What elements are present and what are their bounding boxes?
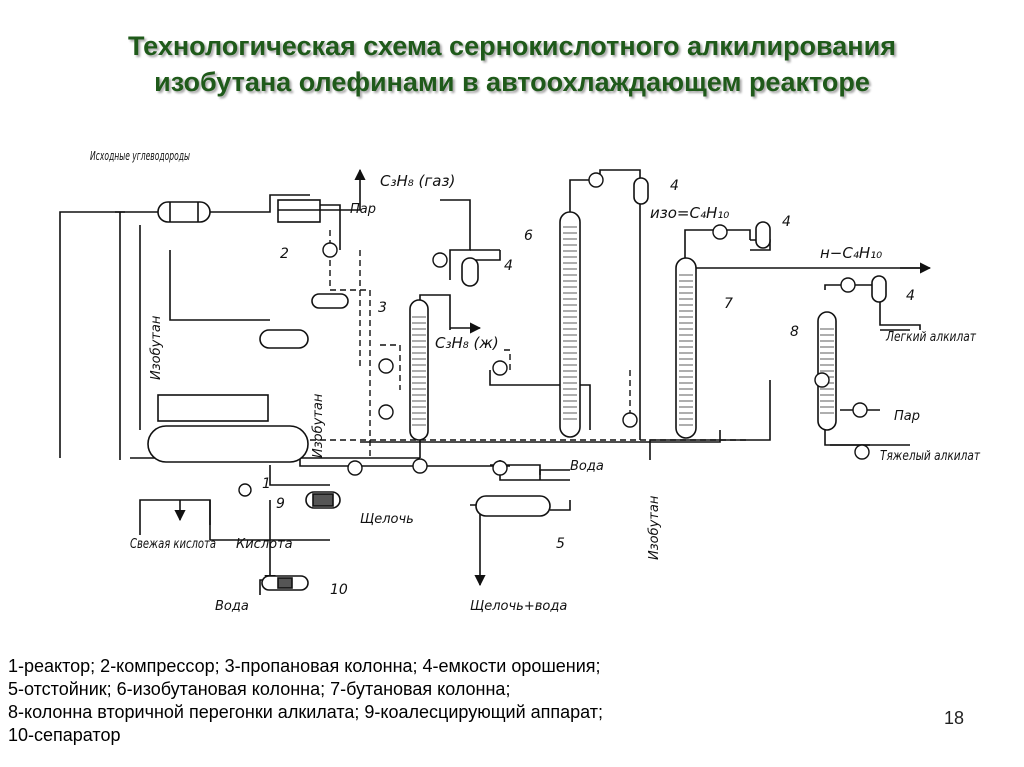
n-butane-label: н−C₄H₁₀ — [820, 244, 882, 262]
reflux-drum-col7 — [755, 221, 771, 249]
feed-cooler — [157, 201, 211, 223]
propane-liquid-label: C₃H₈ (ж) — [435, 334, 499, 352]
number-5: 5 — [556, 536, 565, 552]
legend-line-3: 8-колонна вторичной перегонки алкилата; … — [8, 702, 604, 722]
number-2: 2 — [280, 246, 289, 262]
number-4-col7: 4 — [782, 214, 791, 230]
propane-gas-label: C₃H₈ (газ) — [380, 172, 455, 190]
number-10: 10 — [330, 582, 348, 598]
drum-upper — [311, 293, 349, 309]
diagram-labels: Исходные углеводороды C₃H₈ (газ) C₃H₈ (ж… — [90, 149, 980, 614]
steam-label-top: Пар — [350, 202, 376, 217]
feed-label-line-1: Исходные углеводороды — [90, 149, 190, 163]
number-8: 8 — [790, 324, 799, 340]
isobutane-label-mid: Изобутан — [311, 393, 326, 458]
legend-line-4: 10-сепаратор — [8, 725, 121, 745]
reflux-drum-col8 — [871, 275, 887, 303]
reflux-drum-col3 — [461, 257, 479, 287]
equipment-legend: 1-реактор; 2-компрессор; 3-пропановая ко… — [8, 655, 908, 747]
water-label-top: Вода — [570, 459, 604, 474]
heavy-alkylate-label: Тяжелый алкилат — [880, 449, 980, 464]
acid-label: Кислота — [236, 537, 293, 552]
number-4-col3: 4 — [504, 258, 513, 274]
isobutane-label-right: Изобутан — [647, 495, 662, 560]
drum-lower — [259, 329, 309, 349]
number-7: 7 — [724, 296, 733, 312]
reactor-agitators — [157, 394, 269, 422]
process-lines — [59, 168, 932, 595]
number-1: 1 — [262, 476, 271, 492]
fresh-acid-label: Свежая кислота — [130, 537, 216, 552]
equipment — [147, 177, 887, 591]
light-alkylate-label: Легкий алкилат — [885, 330, 976, 345]
legend-line-1: 1-реактор; 2-компрессор; 3-пропановая ко… — [8, 656, 601, 676]
reactor-1 — [147, 425, 309, 463]
number-4-col8: 4 — [906, 288, 915, 304]
number-9: 9 — [276, 496, 285, 512]
alkali-label: Щелочь — [360, 512, 414, 527]
number-4-col6: 4 — [670, 178, 679, 194]
iso-butane-label: изо=C₄H₁₀ — [650, 204, 729, 222]
heat-exchangers — [238, 172, 870, 497]
slide-title: Технологическая схема сернокислотного ал… — [20, 28, 1004, 100]
steam-label-right: Пар — [894, 409, 920, 424]
compressor-2 — [277, 199, 321, 223]
reflux-drum-col6 — [633, 177, 649, 205]
slide-title-line-2: изобутана олефинами в автоохлаждающем ре… — [154, 67, 870, 97]
process-flow-diagram: Исходные углеводороды C₃H₈ (газ) C₃H₈ (ж… — [59, 149, 980, 614]
isobutane-label-left: Изобутан — [149, 315, 164, 380]
slide-title-line-1: Технологическая схема сернокислотного ал… — [128, 31, 896, 61]
alkali-water-label: Щелочь+вода — [470, 599, 567, 614]
legend-line-2: 5-отстойник; 6-изобутановая колонна; 7-б… — [8, 679, 511, 699]
page-number: 18 — [944, 708, 965, 728]
number-3: 3 — [378, 300, 387, 316]
water-label-bottom: Вода — [215, 599, 249, 614]
settler-5 — [475, 495, 551, 517]
number-6: 6 — [524, 228, 533, 244]
